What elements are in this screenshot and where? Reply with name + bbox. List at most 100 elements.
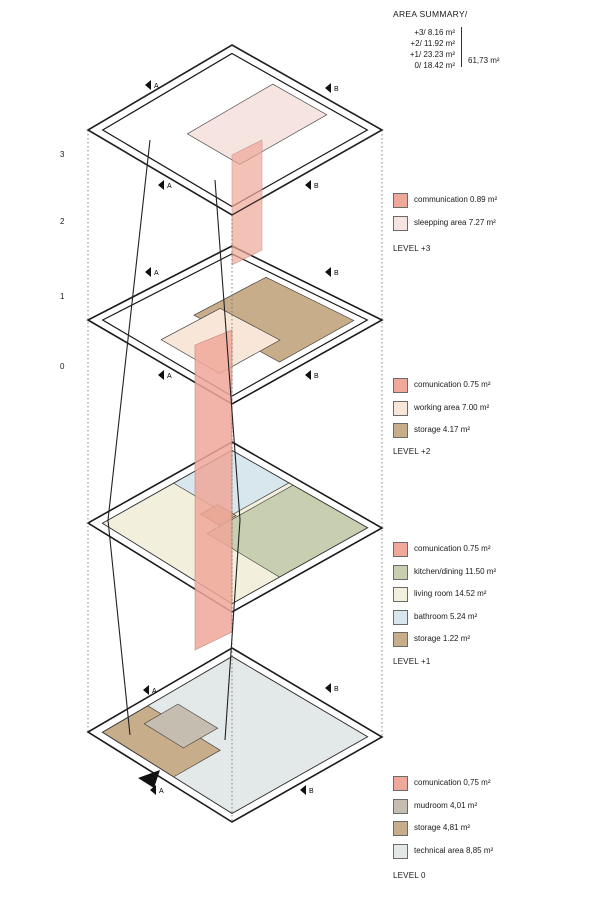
section-arrow-icon [158, 180, 164, 190]
level-number-1: 1 [60, 292, 65, 301]
legend-item: sleepping area 7.27 m² [393, 215, 593, 238]
section-arrow-icon [143, 685, 149, 695]
section-marker-label: A [167, 183, 172, 190]
legend-swatch [393, 632, 408, 647]
section-arrow-icon [158, 370, 164, 380]
section-marker-label: A [154, 83, 159, 90]
legend-label: bathroom 5.24 m² [414, 611, 478, 621]
legend-swatch [393, 843, 408, 859]
section-marker-label: B [334, 686, 339, 693]
section-marker-label: B [314, 183, 319, 190]
section-arrow-icon [305, 370, 311, 380]
legend-label: kitchen/dining 11.50 m² [414, 566, 497, 576]
kitchen-area [206, 484, 368, 578]
legend-label: storage 4.17 m² [414, 425, 471, 434]
legend-level-title: LEVEL +3 [393, 244, 431, 253]
legend-item: storage 4.17 m² [393, 422, 593, 445]
legend-swatch [393, 378, 408, 393]
legend-item: technical area 8,85 m² [393, 843, 593, 866]
storage-area [102, 705, 221, 778]
communication-shaft-upper [231, 139, 263, 266]
legend-item: storage 4,81 m² [393, 820, 593, 843]
legend-item: working area 7.00 m² [393, 400, 593, 423]
legend-swatch [393, 564, 408, 580]
frame-line [224, 519, 241, 741]
section-marker-label: A [154, 270, 159, 277]
legend-label: sleepping area 7.27 m² [414, 217, 496, 227]
level-number-0: 0 [60, 362, 65, 371]
area-summary-title: AREA SUMMARY/ [393, 9, 468, 19]
section-arrow-icon [300, 785, 306, 795]
legend-label: comunication 0.75 m² [414, 544, 491, 553]
floor-plates [86, 44, 384, 823]
area-summary-list: +3/ 8.16 m² +2/ 11.92 m² +1/ 23.23 m² 0/… [393, 27, 455, 71]
legend-swatch [393, 798, 408, 814]
section-arrow-icon [145, 80, 151, 90]
north-arrow-icon [138, 770, 160, 788]
legend-label: working area 7.00 m² [414, 402, 490, 412]
section-arrow-icon [325, 83, 331, 93]
frame-line [107, 139, 151, 521]
summary-row-level-1: +1/ 23.23 m² [409, 50, 455, 59]
legend-swatch [393, 193, 408, 208]
legend-label: storage 1.22 m² [414, 634, 471, 643]
legend-label: communication 0.89 m² [414, 195, 498, 204]
level-number-2: 2 [60, 217, 65, 226]
section-arrow-icon [150, 785, 156, 795]
section-marks: A B A B A B A B A B A B [138, 80, 339, 795]
mudroom-area [143, 703, 219, 749]
legend-item: comunication 0.75 m² [393, 377, 593, 400]
legend-label: technical area 8,85 m² [414, 845, 494, 855]
technical-area [102, 656, 368, 814]
legend-level-title: LEVEL 0 [393, 871, 426, 880]
legend-swatch [393, 776, 408, 791]
legend-item: living room 14.52 m² [393, 586, 593, 609]
legend-item: storage 1.22 m² [393, 631, 593, 654]
legend-swatch [393, 542, 408, 557]
legend-item: comunication 0.75 m² [393, 541, 593, 564]
section-marker-label: B [334, 86, 339, 93]
legend-level-2: comunication 0.75 m² working area 7.00 m… [393, 377, 593, 456]
legend-label: comunication 0.75 m² [414, 380, 491, 389]
communication-shaft [194, 329, 233, 651]
legend-label: mudroom 4,01 m² [414, 800, 478, 810]
structure-lines [87, 44, 384, 822]
legend-level-1: comunication 0.75 m² kitchen/dining 11.5… [393, 541, 593, 666]
frame-line [107, 519, 131, 736]
level-number-3: 3 [60, 150, 65, 159]
legend-item: kitchen/dining 11.50 m² [393, 564, 593, 587]
roof-outline [87, 44, 384, 216]
legend-swatch [393, 400, 408, 416]
sleeping-area [186, 83, 328, 165]
section-arrow-icon [145, 267, 151, 277]
summary-row-level-3: +3/ 8.16 m² [414, 28, 455, 37]
legend-level-title: LEVEL +1 [393, 657, 431, 666]
legend-item: comunication 0,75 m² [393, 775, 593, 798]
summary-divider [461, 27, 462, 67]
legend-level-title: LEVEL +2 [393, 447, 431, 456]
section-marker-label: A [167, 373, 172, 380]
legend-item: communication 0.89 m² [393, 192, 593, 215]
section-marker-label: B [334, 270, 339, 277]
frame-line [214, 179, 241, 521]
section-marker-label: A [159, 788, 164, 795]
legend-swatch [393, 609, 408, 625]
section-marker-label: A [152, 688, 157, 695]
legend-label: living room 14.52 m² [414, 589, 487, 598]
legend-swatch [393, 821, 408, 836]
legend-level-3: communication 0.89 m² sleepping area 7.2… [393, 192, 593, 253]
legend-swatch [393, 587, 408, 602]
legend-swatch [393, 215, 408, 231]
legend-swatch [393, 423, 408, 438]
section-marker-label: B [309, 788, 314, 795]
section-arrow-icon [305, 180, 311, 190]
section-arrow-icon [325, 683, 331, 693]
summary-total: 61,73 m² [468, 56, 500, 65]
legend-level-0: comunication 0,75 m² mudroom 4,01 m² sto… [393, 775, 593, 880]
summary-row-level-2: +2/ 11.92 m² [410, 39, 455, 48]
legend-label: storage 4,81 m² [414, 823, 471, 832]
section-arrow-icon [325, 267, 331, 277]
section-marker-label: B [314, 373, 319, 380]
legend-label: comunication 0,75 m² [414, 778, 491, 787]
